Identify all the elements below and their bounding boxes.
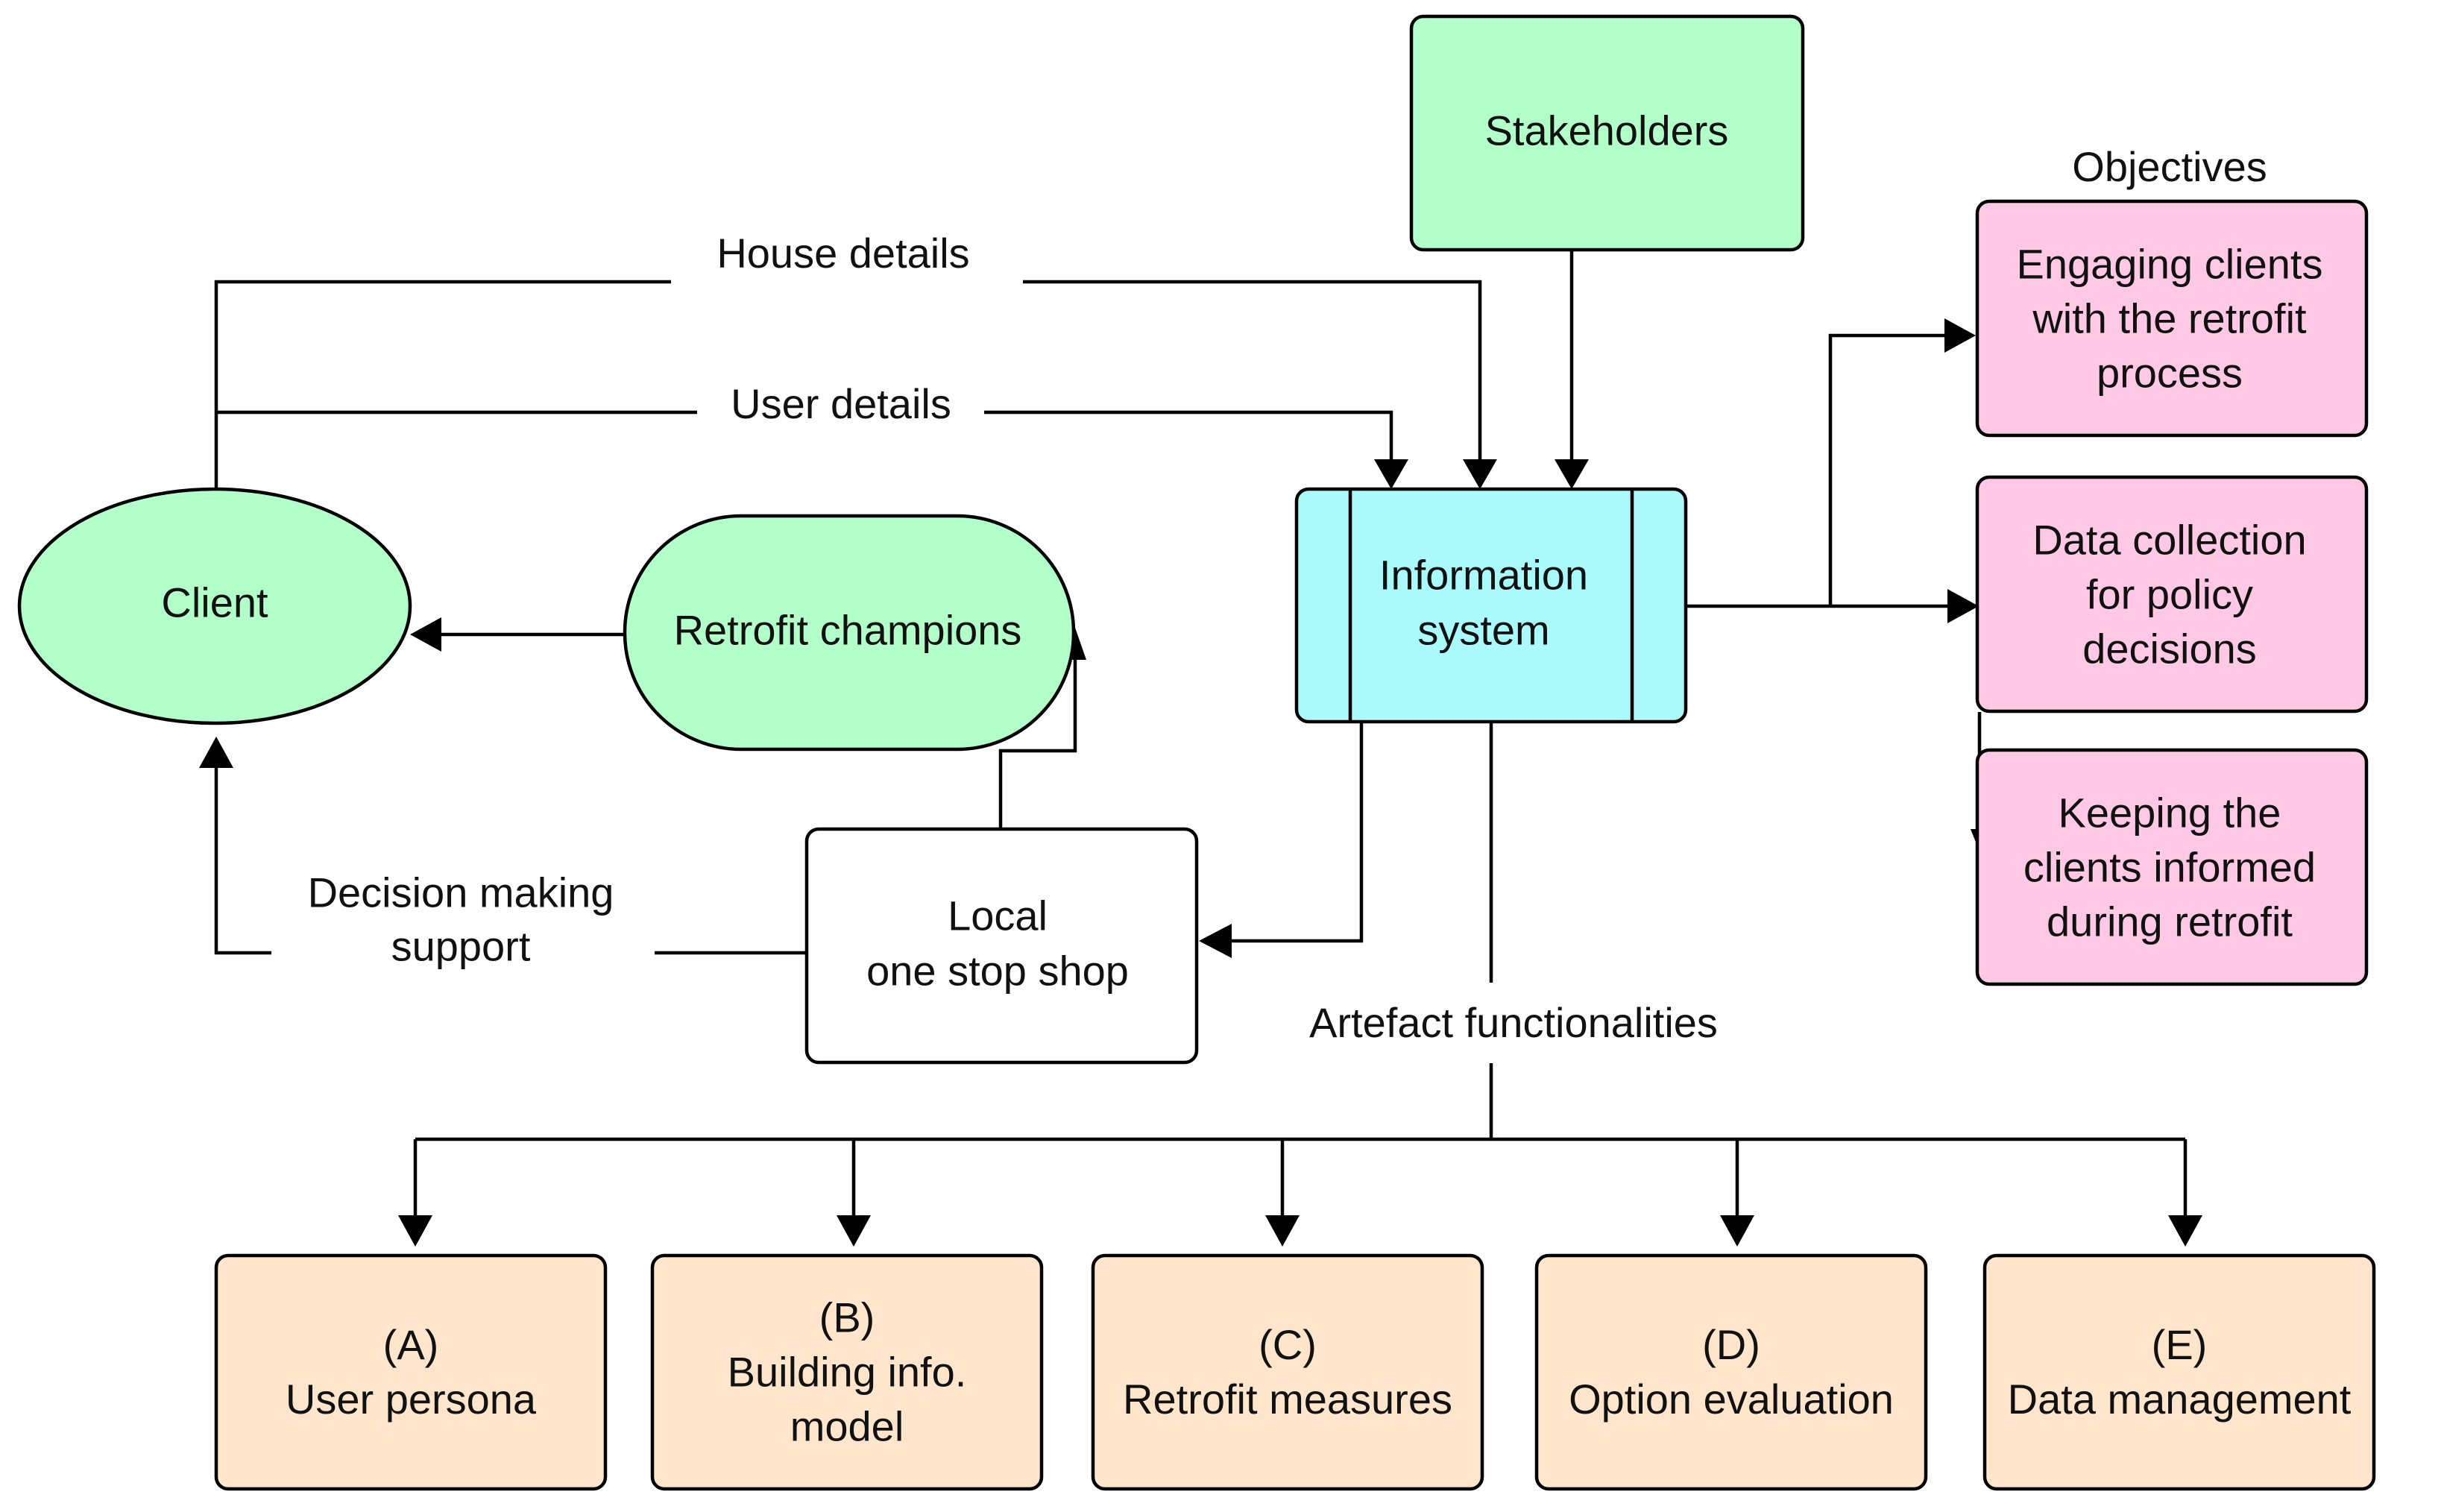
information-system-label-line-1: Information [1379, 552, 1588, 599]
functionality-4: (D) Option evaluation [1534, 1253, 1928, 1491]
connectors [199, 250, 2202, 1247]
objectives-list: Engaging clients with the retrofit process… [1975, 199, 2369, 986]
objective-3-label-line-1: Keeping the [2059, 790, 2281, 837]
objective-2: Data collection for policy decisions [1975, 475, 2369, 714]
client-ellipse [17, 487, 412, 725]
objective-3-box [1975, 748, 2369, 986]
functionality-5: (E) Data management [1982, 1253, 2376, 1491]
functionality-2-label-line-2: Building info. [728, 1349, 967, 1396]
objective-2-label-line-3: decisions [2082, 626, 2256, 672]
champions-to-client-arrowhead [410, 617, 441, 652]
functionality-3-label-line-2: Retrofit measures [1123, 1376, 1452, 1423]
stakeholders-arrowhead [1555, 459, 1589, 489]
information-system-node: Information system [1294, 487, 1688, 724]
functionality-3: (C) Retrofit measures [1091, 1253, 1484, 1491]
retrofit-champions-label-line-1: Retrofit champions [674, 607, 1022, 654]
stakeholders-label-line-1: Stakeholders [1485, 107, 1729, 154]
user-details-arrowhead [1374, 459, 1408, 489]
functionality-4-box [1534, 1253, 1928, 1491]
functionality-2: (B) Building info. model [650, 1253, 1044, 1491]
objective-1-label-line-2: with the retrofit [2032, 295, 2307, 342]
retrofit-champions-shape [623, 514, 1076, 752]
local-shop-box [804, 827, 1199, 1065]
stakeholders-label: Stakeholders [1485, 107, 1729, 154]
house-details-connector [214, 280, 1482, 488]
objectives-title: Objectives [2072, 143, 2267, 190]
functionality-1-arrowhead [398, 1215, 432, 1247]
decision-support-label-line-1: Decision making [308, 869, 614, 916]
functionality-2-box [650, 1253, 1044, 1491]
functionality-4-label-line-2: Option evaluation [1569, 1376, 1894, 1423]
functionality-2-label-line-1: (B) [819, 1294, 875, 1341]
local-shop-label: Local one stop shop [866, 892, 1129, 995]
local-shop-label-line-1: Local [948, 892, 1048, 939]
client-label: Client [161, 579, 268, 626]
info-to-shop-arrowhead [1199, 924, 1232, 958]
information-system-box [1294, 487, 1688, 724]
functionality-2-label-line-3: model [790, 1403, 904, 1450]
stakeholders-node: Stakeholders [1409, 14, 1805, 252]
objective-1-label-line-3: process [2097, 350, 2243, 397]
functionality-drops [398, 1139, 2202, 1247]
objective-1-label-line-1: Engaging clients [2017, 241, 2323, 288]
local-shop-node: Local one stop shop [804, 827, 1199, 1065]
functionality-3-box [1091, 1253, 1484, 1491]
functionality-4-label-line-1: (D) [1702, 1321, 1760, 1368]
house-details-arrowhead [1463, 459, 1497, 489]
functionality-5-box [1982, 1253, 2376, 1491]
objective-arrowhead-middle [1947, 589, 1979, 623]
objective-2-label-line-1: Data collection [2032, 517, 2306, 564]
information-system-label-line-2: system [1417, 607, 1549, 654]
objective-3: Keeping the clients informed during retrof… [1975, 748, 2369, 986]
functionality-1: (A) User persona [214, 1253, 608, 1491]
client-node: Client [17, 487, 412, 725]
functionality-5-label-line-2: Data management [2008, 1376, 2352, 1423]
retrofit-champions-node: Retrofit champions [623, 514, 1076, 752]
functionality-3-label-line-1: (C) [1259, 1321, 1317, 1368]
shop-to-champions-connector [998, 649, 1077, 829]
objective-arrowhead-top [1944, 318, 1976, 353]
info-to-shop-connector [1223, 722, 1364, 943]
information-system-label: Information system [1379, 552, 1588, 654]
decision-support-connector [214, 759, 807, 955]
objective-2-box [1975, 475, 2369, 714]
objective-3-label-line-2: clients informed [2023, 844, 2316, 891]
objective-1: Engaging clients with the retrofit process [1975, 199, 2369, 438]
retrofit-champions-label: Retrofit champions [674, 607, 1022, 654]
decision-support-arrowhead [199, 737, 233, 768]
decision-support-label: Decision making support [308, 869, 614, 970]
artefact-functionalities-label: Artefact functionalities [1309, 999, 1718, 1046]
functionality-3-arrowhead [1265, 1215, 1300, 1247]
client-label-line-1: Client [161, 579, 268, 626]
functionality-1-label-line-2: User persona [286, 1376, 537, 1423]
objective-branch-top [1828, 333, 1953, 606]
local-shop-label-line-2: one stop shop [866, 948, 1129, 995]
objective-2-label-line-2: for policy [2086, 571, 2253, 618]
house-details-label: House details [716, 230, 969, 277]
functionality-5-arrowhead [2168, 1215, 2202, 1247]
objective-3-label-line-3: during retrofit [2047, 898, 2293, 945]
decision-support-label-line-2: support [391, 923, 531, 970]
functionality-5-label-line-1: (E) [2152, 1321, 2208, 1368]
functionality-1-box [214, 1253, 608, 1491]
functionality-4-arrowhead [1720, 1215, 1754, 1247]
functionalities-list: (A) User persona (B) Building info. model (C)… [214, 1253, 2376, 1491]
user-details-connector [216, 410, 1393, 468]
objective-1-box [1975, 199, 2369, 438]
functionality-2-arrowhead [837, 1215, 871, 1247]
user-details-label: User details [731, 380, 951, 427]
stakeholders-box [1409, 14, 1805, 252]
functionality-1-label-line-1: (A) [383, 1321, 439, 1368]
